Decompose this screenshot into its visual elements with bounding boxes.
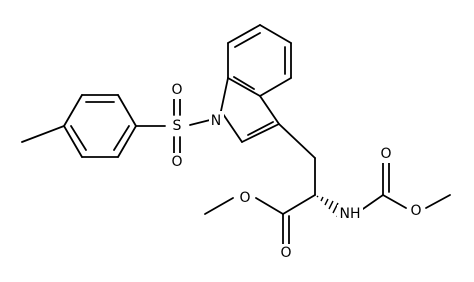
atom-o-carbamate-carbonyl: O	[378, 145, 393, 163]
bond	[247, 121, 274, 136]
bond	[282, 194, 316, 215]
bond	[220, 110, 243, 143]
atom-label: O	[171, 154, 182, 170]
bond	[234, 32, 261, 48]
atom-o-ester-methoxy: O	[237, 189, 252, 207]
bond	[204, 197, 234, 215]
atom-label: O	[410, 203, 421, 219]
atom-label: S	[173, 118, 182, 134]
bond	[189, 119, 211, 126]
bond	[117, 94, 137, 127]
atom-label: N	[211, 113, 221, 129]
atom-label: O	[280, 245, 291, 261]
atom-n-indole: N	[209, 111, 224, 129]
atom-o-sulfonyl-bottom: O	[169, 153, 184, 171]
atom-nh-carbamate: NH	[337, 205, 363, 223]
bond	[259, 77, 292, 97]
bond	[220, 77, 229, 112]
bond	[259, 24, 292, 44]
bond	[63, 125, 83, 158]
bond	[259, 95, 280, 125]
bond	[278, 123, 316, 159]
atom-o-carbamate-methoxy: O	[408, 202, 423, 220]
bond	[382, 194, 407, 209]
bond	[359, 194, 384, 212]
atom-label: O	[239, 190, 250, 206]
bond	[425, 194, 451, 209]
bond	[255, 197, 284, 215]
atom-s-sulfonyl: S	[169, 117, 184, 135]
atom-label: NH	[340, 206, 361, 222]
atom-o-sulfonyl-top: O	[169, 81, 184, 99]
bond	[227, 77, 261, 97]
atom-label: O	[171, 82, 182, 98]
bond	[70, 125, 87, 151]
bond	[21, 125, 65, 143]
bond	[117, 125, 137, 158]
bond	[113, 125, 130, 151]
atom-o-ester-carbonyl: O	[278, 244, 293, 262]
bond	[233, 76, 255, 90]
bond	[227, 24, 261, 44]
bond	[241, 123, 280, 143]
bond	[63, 94, 83, 127]
atom-label: O	[380, 146, 391, 162]
